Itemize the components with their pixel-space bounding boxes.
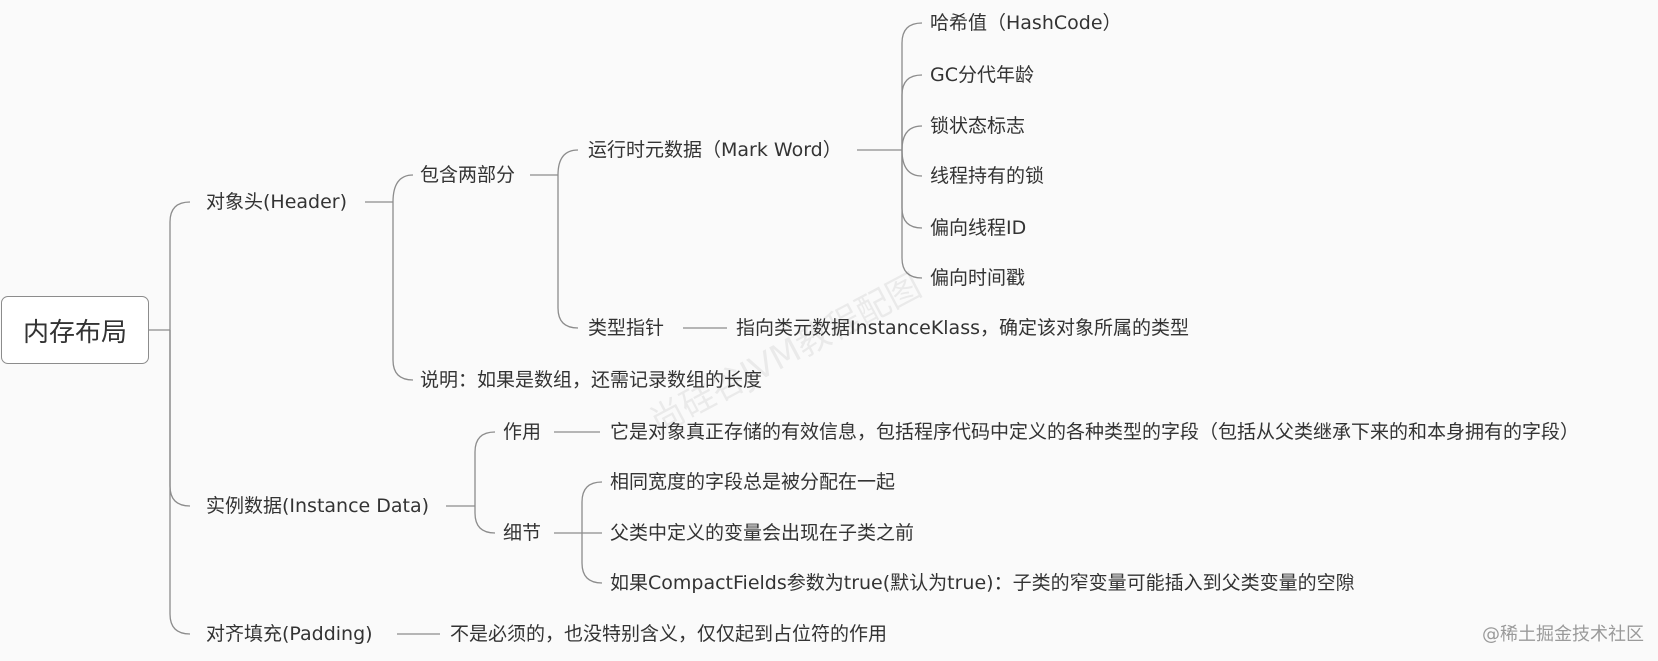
node-detail-item-2[interactable]: 父类中定义的变量会出现在子类之前 — [610, 522, 915, 544]
root-node-label: 内存布局 — [22, 317, 127, 348]
node-header-note[interactable]: 说明：如果是数组，还需记录数组的长度 — [420, 369, 763, 391]
node-detail-item-1[interactable]: 相同宽度的字段总是被分配在一起 — [610, 471, 896, 493]
node-mark-item-biased-time[interactable]: 偏向时间戳 — [930, 267, 1026, 289]
node-instance-data[interactable]: 实例数据(Instance Data) — [206, 495, 430, 517]
node-padding[interactable]: 对齐填充(Padding) — [206, 623, 373, 645]
node-mark-item-biased-thread[interactable]: 偏向线程ID — [930, 217, 1027, 239]
node-klass-pointer[interactable]: 类型指针 — [588, 317, 665, 339]
node-details[interactable]: 细节 — [503, 522, 542, 544]
root-node[interactable]: 内存布局 — [1, 296, 149, 364]
node-header-parts[interactable]: 包含两部分 — [420, 164, 516, 186]
node-header[interactable]: 对象头(Header) — [206, 191, 348, 213]
node-detail-item-3[interactable]: 如果CompactFields参数为true(默认为true)：子类的窄变量可能… — [610, 572, 1355, 594]
node-mark-item-thread-lock[interactable]: 线程持有的锁 — [930, 165, 1045, 187]
node-purpose-desc[interactable]: 它是对象真正存储的有效信息，包括程序代码中定义的各种类型的字段（包括从父类继承下… — [610, 421, 1580, 443]
node-padding-desc[interactable]: 不是必须的，也没特别含义，仅仅起到占位符的作用 — [450, 623, 888, 645]
credit-watermark: @稀土掘金技术社区 — [1482, 624, 1644, 645]
node-mark-word[interactable]: 运行时元数据（Mark Word） — [588, 139, 842, 161]
node-klass-pointer-desc[interactable]: 指向类元数据InstanceKlass，确定该对象所属的类型 — [736, 317, 1189, 339]
node-mark-item-hashcode[interactable]: 哈希值（HashCode） — [930, 12, 1122, 34]
node-purpose[interactable]: 作用 — [503, 421, 542, 443]
node-mark-item-lock-state[interactable]: 锁状态标志 — [930, 115, 1026, 137]
node-mark-item-gc-age[interactable]: GC分代年龄 — [930, 64, 1034, 86]
